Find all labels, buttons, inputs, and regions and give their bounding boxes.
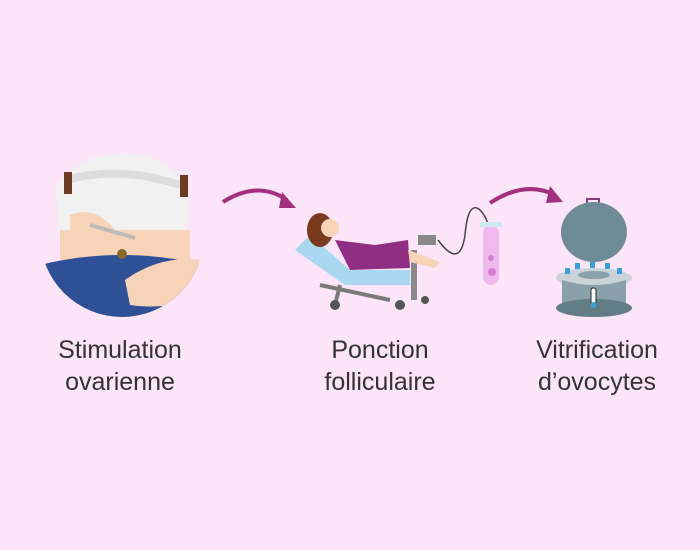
arrow-2-icon [488, 187, 556, 205]
step-label-line2: d’ovocytes [537, 368, 657, 396]
step-label-line1: Ponction [331, 336, 429, 364]
step-label-stimulation: Stimulation ovarienne [10, 334, 230, 398]
step-label-ponction: Ponction folliculaire [270, 334, 490, 398]
cryo-tank-icon [556, 198, 632, 317]
step-label-vitrification: Vitrification d’ovocytes [487, 334, 700, 398]
patient-chair-icon [295, 207, 502, 310]
arrow-1-icon [221, 188, 289, 204]
step-label-line2: folliculaire [324, 368, 436, 396]
belly-injection-icon [40, 153, 204, 317]
step-label-line1: Stimulation [58, 336, 182, 364]
step-label-line2: ovarienne [65, 368, 175, 396]
step-label-line1: Vitrification [536, 336, 658, 364]
